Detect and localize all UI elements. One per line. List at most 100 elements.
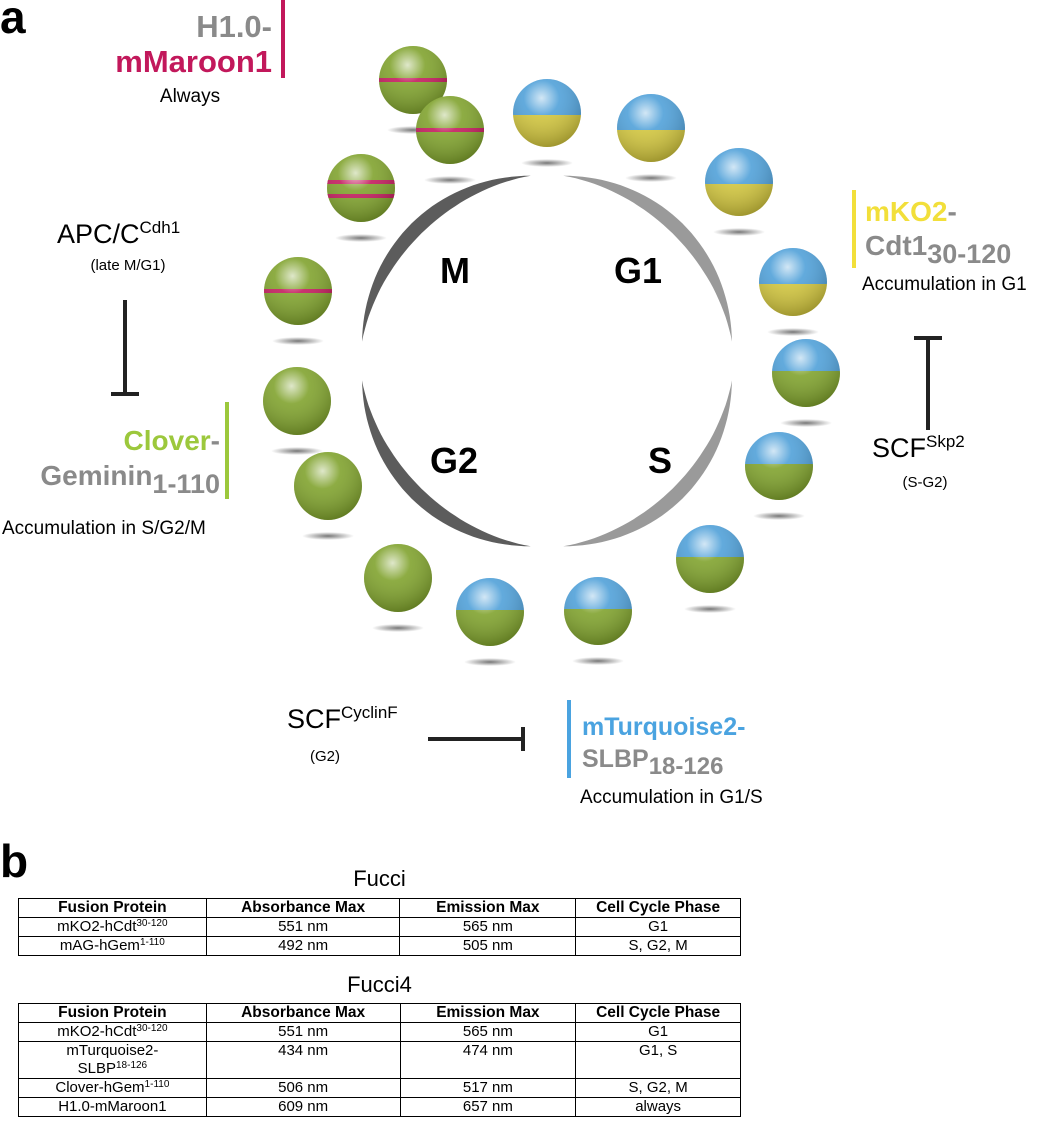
cell-sphere-maroon-stripe-double <box>327 154 395 242</box>
mko2-cdt1-label: mKO2- Cdt130-120 <box>865 196 1050 272</box>
skp2-base: SCF <box>872 433 926 463</box>
cyclinf-base: SCF <box>287 704 341 734</box>
phase-g2-label: G2 <box>430 440 479 481</box>
clover-note: Accumulation in S/G2/M <box>2 518 206 539</box>
cell-cycle-arc <box>563 380 732 547</box>
turquoise-color-bar <box>567 700 571 778</box>
turq-subscript: 18-126 <box>648 753 724 781</box>
emission-cell: 657 nm <box>399 1097 577 1117</box>
absorbance-cell: 434 nm <box>205 1041 401 1079</box>
phase-cell: S, G2, M <box>575 1078 741 1098</box>
fusion-protein-cell: mAG-hGem1-110 <box>18 936 207 956</box>
cell-cycle-arc <box>563 175 732 342</box>
fucci-table-title: Fucci <box>353 866 406 891</box>
emission-cell: 565 nm <box>399 917 577 937</box>
h1-note: Always <box>159 86 221 107</box>
apc-superscript: Cdh1 <box>139 218 181 237</box>
panel-label-a: a <box>0 0 26 43</box>
cell-sphere-blue-yellow <box>617 94 685 182</box>
mko2-line2: Cdt1 <box>865 230 928 261</box>
clover-line2: Geminin <box>40 460 153 491</box>
cell-sphere-maroon-stripe <box>264 257 332 345</box>
fusion-protein-cell: H1.0-mMaroon1 <box>18 1097 207 1117</box>
phase-s-label: S <box>648 440 673 481</box>
apc-note: (late M/G1) <box>90 257 166 274</box>
cell-sphere-blue-yellow <box>705 148 773 236</box>
panel-label-b: b <box>0 835 29 887</box>
absorbance-cell: 551 nm <box>205 917 401 937</box>
mko2-subscript: 30-120 <box>927 239 1012 270</box>
absorbance-cell: 506 nm <box>205 1078 401 1098</box>
absorbance-cell: 492 nm <box>205 936 401 956</box>
cell-sphere-maroon-stripe <box>416 96 484 184</box>
column-header: Cell Cycle Phase <box>575 1003 741 1023</box>
clover-geminin-label: Clover- Geminin1-110 <box>0 424 220 502</box>
fucci4-table-title: Fucci4 <box>347 972 412 997</box>
cell-sphere-blue-yellow <box>759 248 827 336</box>
fusion-protein-cell: mKO2-hCdt30-120 <box>18 1022 207 1042</box>
h1-color-bar <box>281 0 285 78</box>
column-header: Absorbance Max <box>205 898 401 918</box>
cell-cycle-ring <box>362 175 732 547</box>
cell-sphere-green <box>364 544 432 632</box>
cell-cycle-arc <box>362 175 531 342</box>
absorbance-cell: 609 nm <box>205 1097 401 1117</box>
phase-cell: G1, S <box>575 1041 741 1079</box>
phase-m-label: M <box>440 250 470 291</box>
turq-note: Accumulation in G1/S <box>580 787 763 808</box>
cell-cycle-diagram <box>111 46 942 751</box>
emission-cell: 505 nm <box>399 936 577 956</box>
column-header: Emission Max <box>399 898 577 918</box>
cell-sphere-blue-green <box>772 339 840 427</box>
h1-label-line2: mMaroon1 <box>115 44 272 79</box>
mturquoise2-slbp-label: mTurquoise2- SLBP18-126 <box>582 712 842 784</box>
phase-cell: G1 <box>575 1022 741 1042</box>
column-header: Emission Max <box>399 1003 577 1023</box>
clover-dash: - <box>210 425 220 456</box>
cell-cycle-arc <box>362 380 531 547</box>
mko2-name: mKO2 <box>865 196 948 227</box>
cell-sphere-blue-yellow <box>513 79 581 167</box>
turq-name: mTurquoise2- <box>582 713 746 741</box>
apc-cdh1-label: APC/CCdh1 <box>57 218 180 250</box>
absorbance-cell: 551 nm <box>205 1022 401 1042</box>
apc-base: APC/C <box>57 219 140 249</box>
emission-cell: 565 nm <box>399 1022 577 1042</box>
phase-cell: always <box>575 1097 741 1117</box>
phase-cell: S, G2, M <box>575 936 741 956</box>
fusion-protein-cell: mTurquoise2-SLBP18-126 <box>18 1041 207 1079</box>
cell-sphere-blue-green <box>676 525 744 613</box>
mko2-color-bar <box>852 190 856 268</box>
cyclinf-superscript: CyclinF <box>341 703 398 722</box>
phase-g1-label: G1 <box>614 250 663 291</box>
emission-cell: 517 nm <box>399 1078 577 1098</box>
emission-cell: 474 nm <box>399 1041 577 1079</box>
clover-name: Clover <box>123 425 211 456</box>
mko2-note: Accumulation in G1 <box>862 274 1027 295</box>
column-header: Cell Cycle Phase <box>575 898 741 918</box>
cell-sphere-green <box>263 367 331 455</box>
cell-sphere-green <box>294 452 362 540</box>
turq-line2: SLBP <box>582 745 649 773</box>
phase-cell: G1 <box>575 917 741 937</box>
mko2-dash: - <box>947 196 957 227</box>
h1-label-line1: H1.0- <box>196 9 272 44</box>
h1-mmaroon1-label: H1.0- mMaroon1 <box>60 10 272 80</box>
cyclinf-note: (G2) <box>310 748 340 765</box>
cell-sphere-blue-green <box>564 577 632 665</box>
scf-cyclinf-label: SCFCyclinF <box>287 703 398 735</box>
fusion-protein-cell: mKO2-hCdt30-120 <box>18 917 207 937</box>
skp2-superscript: Skp2 <box>926 432 965 451</box>
column-header: Fusion Protein <box>18 1003 207 1023</box>
clover-subscript: 1-110 <box>152 469 220 500</box>
clover-color-bar <box>225 402 229 499</box>
